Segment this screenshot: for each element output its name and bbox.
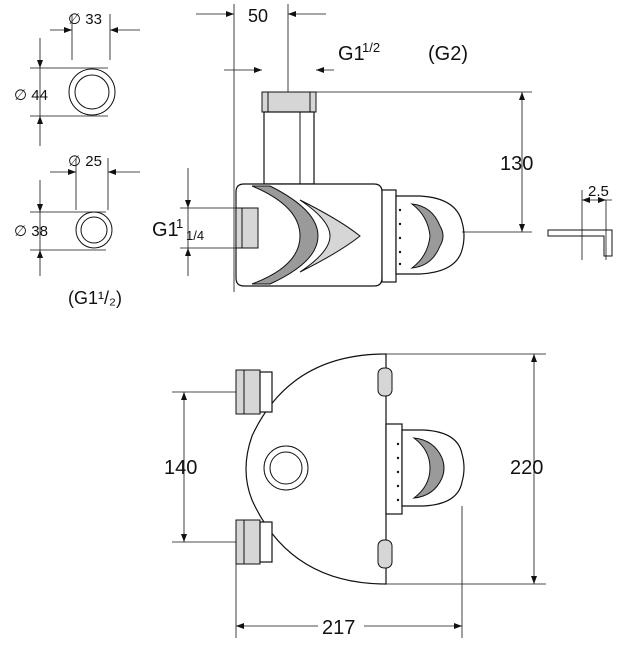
pipe-section-large: ∅ 33 ∅ 44 — [14, 11, 140, 146]
dim-220: 220 — [510, 457, 543, 479]
thread-label-side-frac: 1/4 — [186, 228, 204, 243]
dim-d38: ∅ 38 — [14, 223, 48, 240]
dim-2-5: 2.5 — [588, 183, 609, 200]
dim-50: 50 — [248, 6, 268, 26]
dim-d25: ∅ 25 — [68, 153, 102, 170]
thread-label-g1-half: (G1¹/₂) — [68, 288, 122, 308]
thread-label-g2: (G2) — [428, 43, 468, 65]
thread-label-side-frac-top: 1 — [176, 216, 183, 231]
thread-label-top: G1 — [338, 43, 365, 65]
front-view: 140 220 217 — [164, 353, 546, 639]
dim-140: 140 — [164, 457, 197, 479]
thread-label-top-frac: 1/2 — [362, 40, 380, 55]
side-view: 50 G1 1/2 (G2) — [152, 4, 613, 292]
dim-217: 217 — [322, 617, 355, 639]
thread-label-side: G1 — [152, 219, 179, 241]
dim-d33: ∅ 33 — [68, 11, 102, 28]
dim-d44: ∅ 44 — [14, 87, 48, 104]
dim-130: 130 — [500, 153, 533, 175]
pipe-section-small: ∅ 25 ∅ 38 — [14, 153, 140, 276]
